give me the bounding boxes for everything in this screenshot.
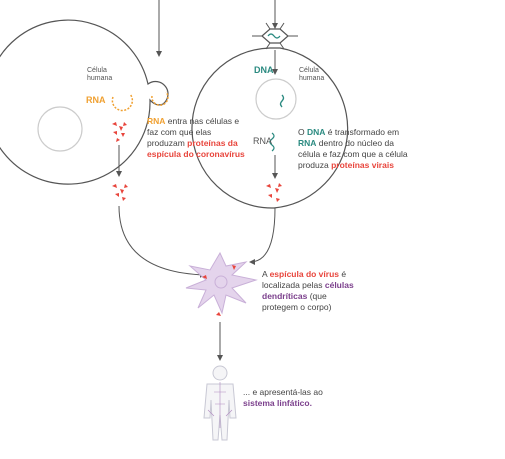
- lymph-pre: ... e apresentá-las ao: [243, 387, 323, 397]
- left-cell-nucleus: [37, 106, 83, 152]
- lymphatic-vessels: [207, 382, 233, 428]
- left-desc-protein: proteínas da espícula do coronavírus: [147, 138, 245, 159]
- left-spike-proteins-cell: [112, 122, 127, 142]
- lymph-system: sistema linfático.: [243, 398, 312, 408]
- dna-label: DNA: [254, 65, 274, 75]
- right-desc-rna: RNA: [298, 138, 317, 148]
- right-human-cell: [191, 47, 349, 209]
- left-rna-label: RNA: [86, 95, 106, 105]
- right-desc-pre: O: [298, 127, 307, 137]
- right-to-dendritic-curve: [249, 207, 276, 265]
- dendritic-spike: espícula do vírus: [269, 269, 340, 279]
- dna-strand-nucleus: [279, 94, 285, 108]
- left-cell-description: RNA entra nas células e faz com que elas…: [147, 116, 247, 160]
- dendritic-post: (que protegem o corpo): [262, 291, 332, 312]
- left-desc-mid: entra nas células e faz com que elas pro…: [147, 116, 240, 148]
- dendritic-cells: células dendríticas: [262, 280, 354, 301]
- right-desc-mid1: é transformado em: [325, 127, 400, 137]
- dendritic-spike-proteins: [202, 265, 236, 316]
- left-rna-strand: [111, 93, 134, 112]
- right-cell-label-text: Célula humana: [299, 67, 325, 82]
- right-desc-protein: proteínas virais: [331, 160, 394, 170]
- right-rna-label: RNA: [253, 136, 273, 146]
- rna-strand-cytoplasm: [269, 132, 275, 152]
- dendritic-description: A espícula do vírus é localizada pelas c…: [262, 269, 357, 313]
- left-human-cell: [0, 19, 169, 185]
- right-cell-nucleus: [255, 78, 297, 120]
- right-cell-description: O DNA é transformado em RNA dentro do nú…: [298, 127, 408, 171]
- left-desc-rna: RNA: [147, 116, 166, 126]
- right-desc-dna: DNA: [306, 127, 326, 137]
- lymph-description: ... e apresentá-las ao sistema linfático…: [243, 387, 353, 409]
- dendritic-pre: A: [262, 269, 270, 279]
- left-cell-label: Célula humana: [87, 67, 127, 83]
- left-cell-label-text: Célula humana: [87, 67, 113, 82]
- left-to-dendritic-curve: [118, 205, 206, 278]
- right-cell-label: Célula humana: [299, 67, 339, 83]
- dendritic-mid: é localizada pelas: [262, 269, 347, 290]
- left-spike-proteins-out: [112, 184, 128, 201]
- dendritic-nucleus: [214, 275, 228, 289]
- right-spike-proteins-out: [266, 183, 282, 202]
- right-desc-mid2: dentro do núcleo da célula e faz com que…: [298, 138, 408, 170]
- vaccine-rna-particle: [151, 91, 169, 106]
